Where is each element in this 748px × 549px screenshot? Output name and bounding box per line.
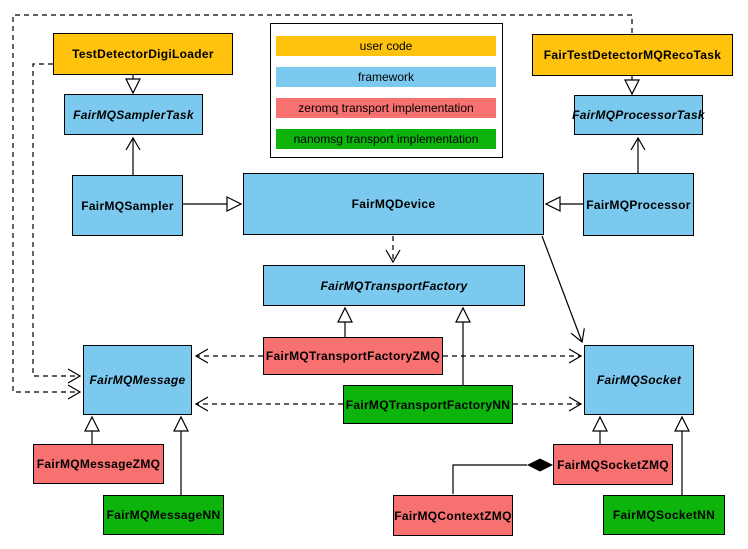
edge-device-socket [541, 235, 585, 344]
composition-diamond-icon [527, 458, 553, 472]
edge-digiloader-message [32, 63, 82, 384]
node-fairmq-message-nn: FairMQMessageNN [103, 495, 224, 535]
node-label: FairMQProcessor [586, 197, 691, 212]
edge-recotask-message [12, 14, 633, 400]
node-fair-test-detector-mq-reco-task: FairTestDetectorMQRecoTask [532, 34, 733, 76]
node-test-detector-digi-loader: TestDetectorDigiLoader [53, 33, 233, 75]
node-fairmq-transport-factory-nn: FairMQTransportFactoryNN [343, 385, 513, 424]
node-label: FairMQSamplerTask [73, 107, 194, 122]
node-label: FairMQDevice [351, 197, 436, 211]
node-label: FairMQSampler [81, 198, 174, 213]
legend-label: nanomsg transport implementation [293, 132, 479, 146]
node-label: FairMQContextZMQ [394, 508, 512, 523]
legend-item-nanomsg: nanomsg transport implementation [276, 129, 496, 149]
node-fairmq-sampler: FairMQSampler [72, 175, 183, 236]
legend-item-framework: framework [276, 67, 496, 87]
node-label: FairTestDetectorMQRecoTask [543, 48, 722, 62]
node-label: FairMQMessage [89, 373, 186, 387]
node-label: FairMQProcessorTask [572, 108, 705, 122]
node-label: FairMQSocketZMQ [557, 457, 669, 472]
legend-item-user-code: user code [276, 36, 496, 56]
edge-contextzmq-socketzmq [452, 464, 527, 494]
node-fairmq-message-zmq: FairMQMessageZMQ [33, 444, 164, 484]
node-fairmq-processor-task: FairMQProcessorTask [572, 95, 705, 135]
node-fairmq-context-zmq: FairMQContextZMQ [393, 495, 513, 536]
node-fairmq-message: FairMQMessage [83, 345, 192, 415]
node-fairmq-device: FairMQDevice [243, 173, 544, 235]
legend-label: zeromq transport implementation [298, 101, 474, 115]
node-fairmq-socket-zmq: FairMQSocketZMQ [553, 444, 673, 485]
node-label: TestDetectorDigiLoader [72, 47, 214, 61]
node-fairmq-socket: FairMQSocket [584, 345, 694, 415]
legend: user code framework zeromq transport imp… [270, 23, 503, 158]
legend-label: user code [359, 39, 413, 53]
node-fairmq-transport-factory-zmq: FairMQTransportFactoryZMQ [263, 337, 443, 375]
node-label: FairMQTransportFactoryNN [345, 397, 511, 412]
legend-item-zeromq: zeromq transport implementation [276, 98, 496, 118]
node-label: FairMQMessageZMQ [36, 457, 161, 471]
node-fairmq-processor: FairMQProcessor [583, 173, 694, 236]
legend-label: framework [357, 70, 414, 84]
node-label: FairMQSocket [596, 373, 682, 387]
node-label: FairMQMessageNN [106, 508, 221, 522]
node-label: FairMQTransportFactoryZMQ [265, 349, 441, 363]
node-label: FairMQSocketNN [612, 508, 716, 522]
node-fairmq-socket-nn: FairMQSocketNN [603, 495, 725, 535]
node-fairmq-sampler-task: FairMQSamplerTask [64, 94, 203, 135]
node-fairmq-transport-factory: FairMQTransportFactory [263, 265, 525, 306]
node-label: FairMQTransportFactory [320, 278, 468, 293]
